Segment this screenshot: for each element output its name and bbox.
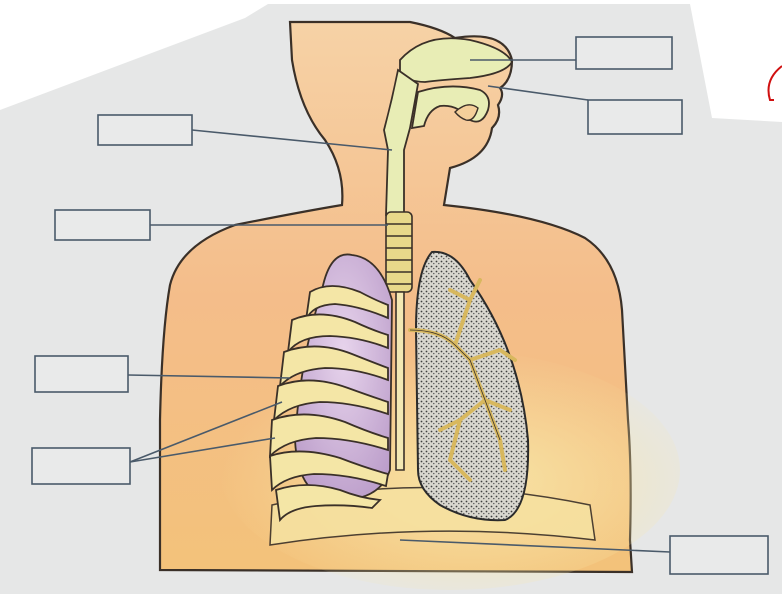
label-box-lung[interactable]	[35, 356, 128, 392]
trachea	[386, 212, 412, 292]
label-box-ribs[interactable]	[32, 448, 130, 484]
bronchus-stem	[396, 292, 404, 470]
label-box-mouth[interactable]	[588, 100, 682, 134]
label-box-pharynx[interactable]	[98, 115, 192, 145]
label-box-trachea[interactable]	[55, 210, 150, 240]
label-box-nasal-cavity[interactable]	[576, 37, 672, 69]
label-box-diaphragm[interactable]	[670, 536, 768, 574]
